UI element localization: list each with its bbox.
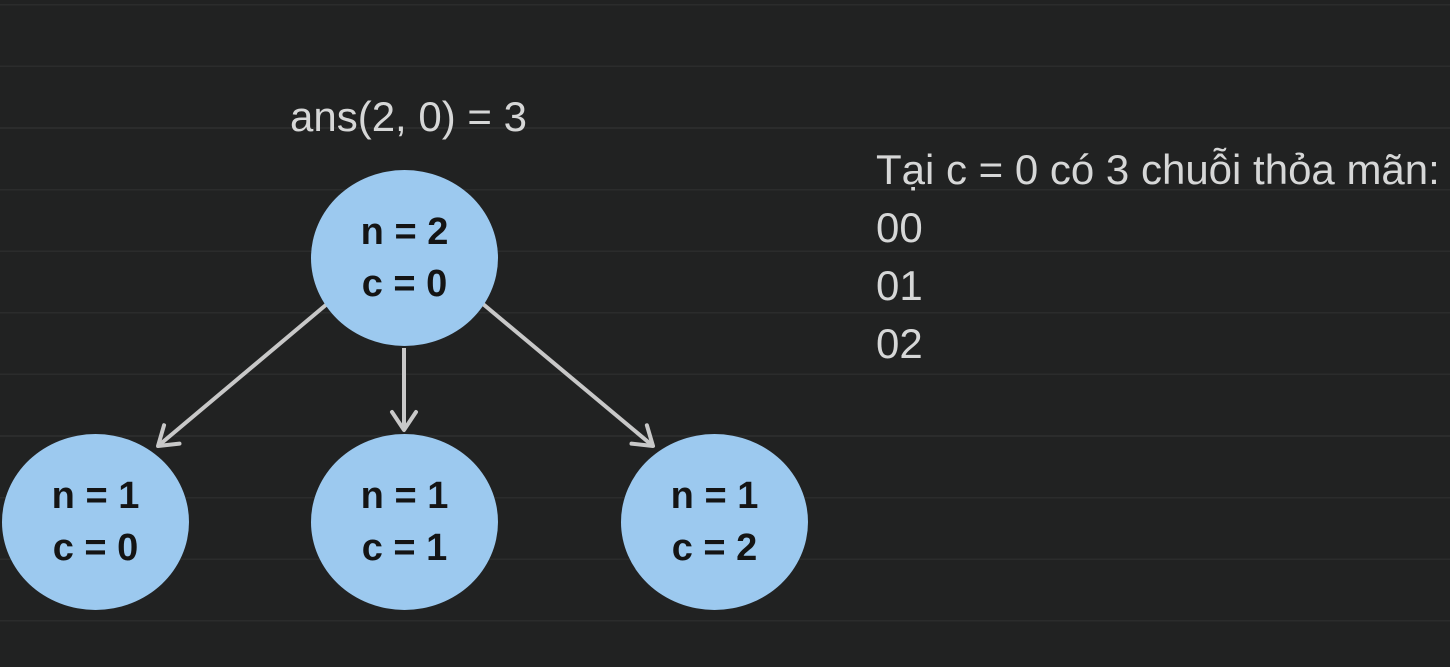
tree-node-child-1: n = 1 c = 1: [311, 434, 498, 610]
root-annotation-label: ans(2, 0) = 3: [290, 93, 527, 140]
tree-node-root: n = 2 c = 0: [311, 170, 498, 346]
node-label-line: n = 1: [360, 475, 449, 517]
edge-root-to-child-2-arrow: [481, 302, 655, 448]
side-note-title: Tại c = 0 có 3 chuỗi thỏa mãn:: [876, 146, 1440, 193]
node-label-line: n = 1: [670, 475, 759, 517]
node-label-line: c = 0: [52, 527, 139, 569]
node-label-line: n = 2: [360, 211, 449, 253]
node-label-line: c = 2: [671, 527, 758, 569]
side-note: Tại c = 0 có 3 chuỗi thỏa mãn: 00 01 02: [876, 141, 1440, 373]
side-note-string: 01: [876, 262, 923, 309]
side-note-string: 02: [876, 320, 923, 367]
node-label-line: n = 1: [51, 475, 140, 517]
edge-root-to-child-0-arrow: [156, 302, 329, 448]
tree-node-child-2: n = 1 c = 2: [621, 434, 808, 610]
side-note-string: 00: [876, 204, 923, 251]
node-label-line: c = 1: [361, 527, 448, 569]
tree-node-child-0: n = 1 c = 0: [2, 434, 189, 610]
node-label-line: c = 0: [361, 263, 448, 305]
